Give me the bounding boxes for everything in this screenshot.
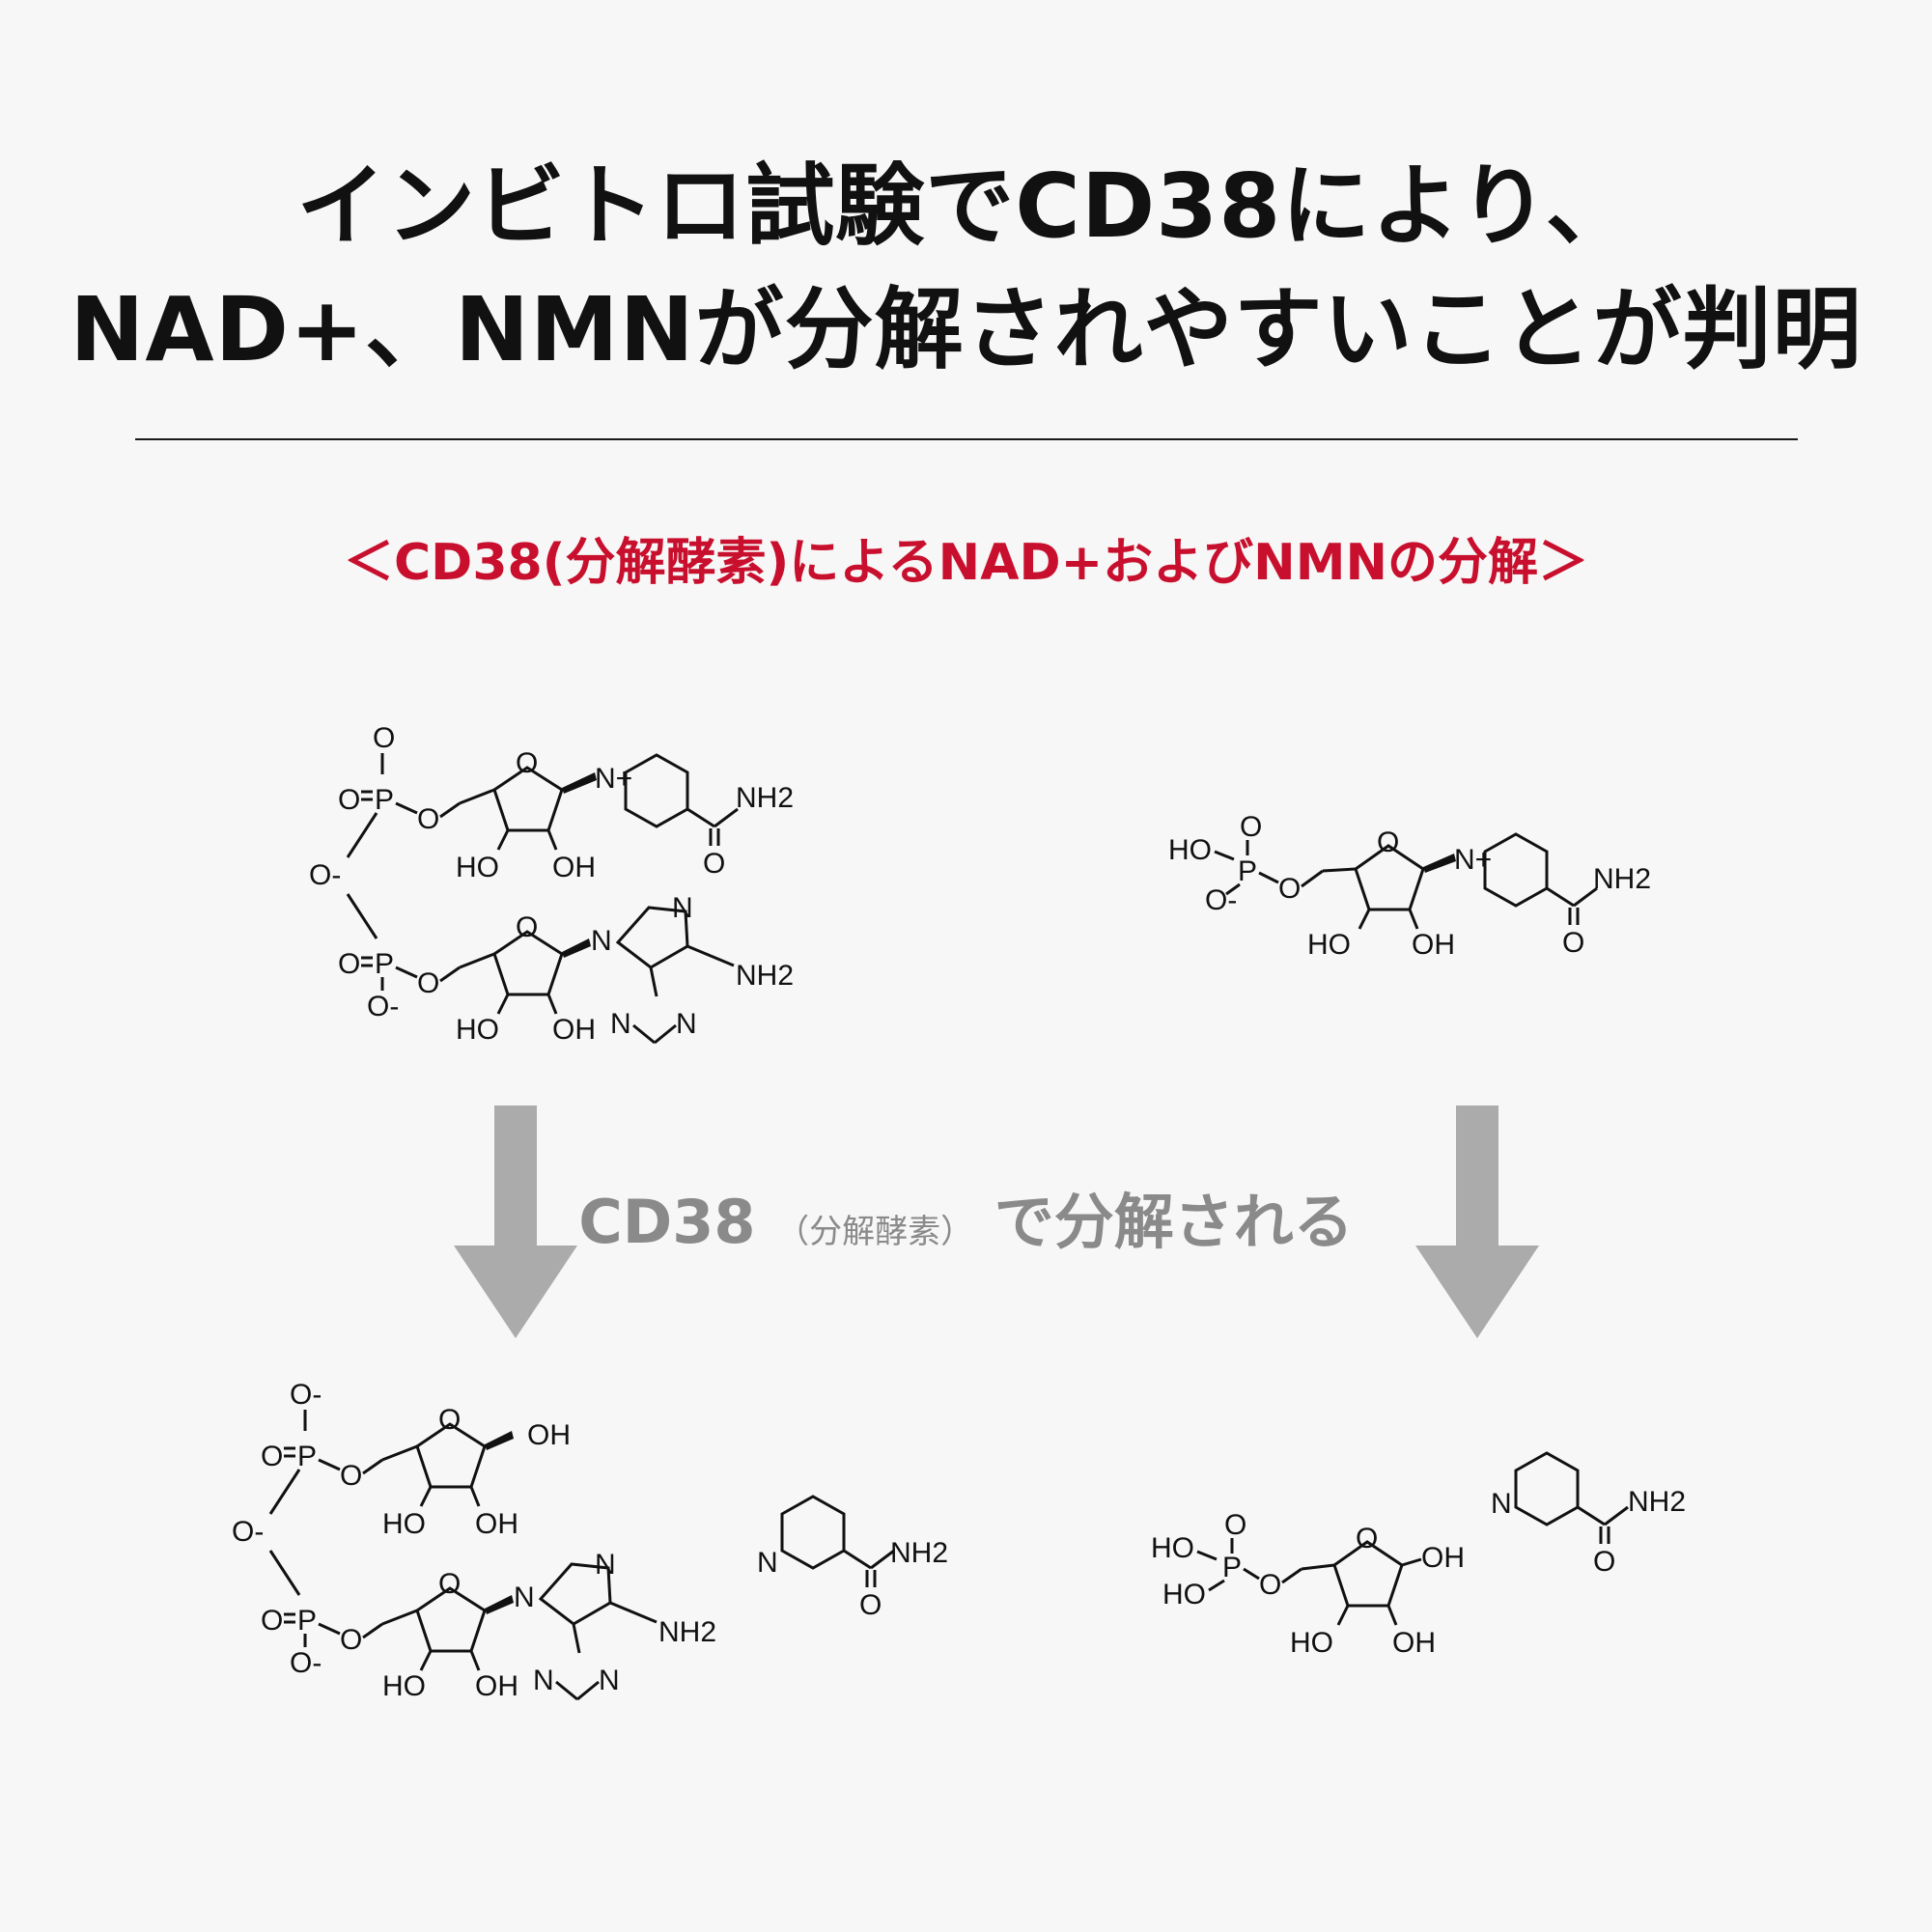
- atom-oh: OH: [1412, 929, 1455, 961]
- atom-o-minus: O-: [367, 991, 399, 1022]
- atom-ho: HO: [456, 1014, 499, 1046]
- atom-p: P: [1238, 855, 1257, 887]
- diagram-subtitle: ＜CD38(分解酵素)によるNAD+およびNMNの分解＞: [344, 534, 1588, 592]
- atom-oh: OH: [475, 1508, 518, 1540]
- atom-o: O: [438, 1568, 461, 1600]
- atom-n: N: [514, 1582, 535, 1613]
- atom-ho: HO: [1162, 1579, 1206, 1610]
- atom-n: N: [1491, 1488, 1512, 1520]
- atom-o: O: [1278, 873, 1301, 905]
- atom-p: P: [375, 784, 394, 816]
- title-line-1: インビトロ試験でCD38により、: [296, 154, 1636, 258]
- atom-o: O: [261, 1441, 283, 1472]
- page-title: インビトロ試験でCD38により、 NAD+、NMNが分解されやすいことが判明: [0, 145, 1932, 392]
- atom-p: P: [375, 948, 394, 980]
- atom-p: P: [297, 1605, 317, 1637]
- reaction-label-enzyme: CD38: [578, 1187, 756, 1257]
- atom-oh: OH: [552, 852, 596, 883]
- atom-o: O: [340, 1460, 362, 1492]
- nmn-structure: HO O P O- O O N+ NH2 O HO OH: [1168, 811, 1651, 961]
- atom-oh: OH: [527, 1419, 571, 1451]
- title-line-2: NAD+、NMNが分解されやすいことが判明: [70, 278, 1862, 381]
- atom-o: O: [417, 803, 439, 835]
- atom-o-minus: O-: [309, 859, 341, 891]
- atom-ho: HO: [382, 1508, 426, 1540]
- reaction-label-paren: （分解酵素）: [776, 1213, 974, 1251]
- atom-p: P: [1222, 1552, 1242, 1583]
- atom-nh2: NH2: [736, 960, 794, 992]
- atom-ho: HO: [1307, 929, 1351, 961]
- atom-nh2: NH2: [1628, 1486, 1686, 1518]
- reaction-label-suffix: で分解される: [994, 1187, 1354, 1257]
- atom-o: O: [516, 747, 538, 779]
- atom-n: N: [676, 1008, 697, 1040]
- atom-o: O: [516, 911, 538, 943]
- atom-nh2: NH2: [890, 1537, 948, 1569]
- atom-o: O: [1562, 927, 1584, 959]
- atom-o: O: [1259, 1569, 1281, 1601]
- atom-oh: OH: [475, 1670, 518, 1702]
- atom-o: O: [338, 948, 360, 980]
- atom-n: N: [533, 1665, 554, 1696]
- arrow-shaft: [494, 1106, 537, 1250]
- nicotinamide-structure-right: N NH2 O: [1491, 1451, 1686, 1578]
- atom-o: O: [373, 722, 395, 754]
- arrow-head: [454, 1246, 577, 1338]
- atom-n: N: [595, 1549, 616, 1581]
- atom-ho: HO: [456, 852, 499, 883]
- atom-ho: HO: [1290, 1627, 1333, 1659]
- atom-p: P: [297, 1441, 317, 1472]
- atom-o: O: [1356, 1523, 1378, 1554]
- nad-plus-structure: O O P O O N+ NH2 O HO OH O- O P O- O O N…: [309, 722, 794, 1046]
- divider: [135, 438, 1798, 440]
- arrow-shaft: [1456, 1106, 1498, 1250]
- atom-oh: OH: [552, 1014, 596, 1046]
- nicotinamide-structure-left: N NH2 O: [757, 1495, 948, 1621]
- atom-o: O: [859, 1589, 882, 1621]
- adp-ribose-structure: O- O P O O OH HO OH O- O P O- O O N N NH…: [232, 1379, 716, 1702]
- atom-o: O: [340, 1624, 362, 1656]
- atom-ho: HO: [1168, 834, 1212, 866]
- atom-oh: OH: [1421, 1542, 1465, 1574]
- atom-n: N: [599, 1665, 620, 1696]
- atom-o: O: [438, 1404, 461, 1436]
- atom-o-minus: O-: [290, 1647, 322, 1679]
- atom-o: O: [261, 1605, 283, 1637]
- ribose-phosphate-structure: HO O P HO O O OH HO OH: [1151, 1509, 1465, 1659]
- atom-o: O: [1224, 1509, 1246, 1541]
- atom-ho: HO: [1151, 1532, 1194, 1564]
- atom-o: O: [1240, 811, 1262, 843]
- atom-o: O: [1593, 1546, 1615, 1578]
- atom-o: O: [1377, 826, 1399, 858]
- atom-nh2: NH2: [1593, 863, 1651, 895]
- atom-n: N: [757, 1547, 778, 1579]
- atom-nh2: NH2: [736, 782, 794, 814]
- atom-o-minus: O-: [290, 1379, 322, 1411]
- atom-n: N: [591, 925, 612, 957]
- atom-o: O: [703, 848, 725, 880]
- arrow-head: [1415, 1246, 1539, 1338]
- atom-o-minus: O-: [232, 1516, 264, 1548]
- atom-nh2: NH2: [658, 1616, 716, 1648]
- reaction-label: CD38 （分解酵素） で分解される: [0, 1173, 1932, 1260]
- atom-ho: HO: [382, 1670, 426, 1702]
- atom-oh: OH: [1392, 1627, 1436, 1659]
- atom-o: O: [338, 784, 360, 816]
- atom-n: N: [610, 1008, 631, 1040]
- atom-o: O: [417, 967, 439, 999]
- atom-n: N: [672, 892, 693, 924]
